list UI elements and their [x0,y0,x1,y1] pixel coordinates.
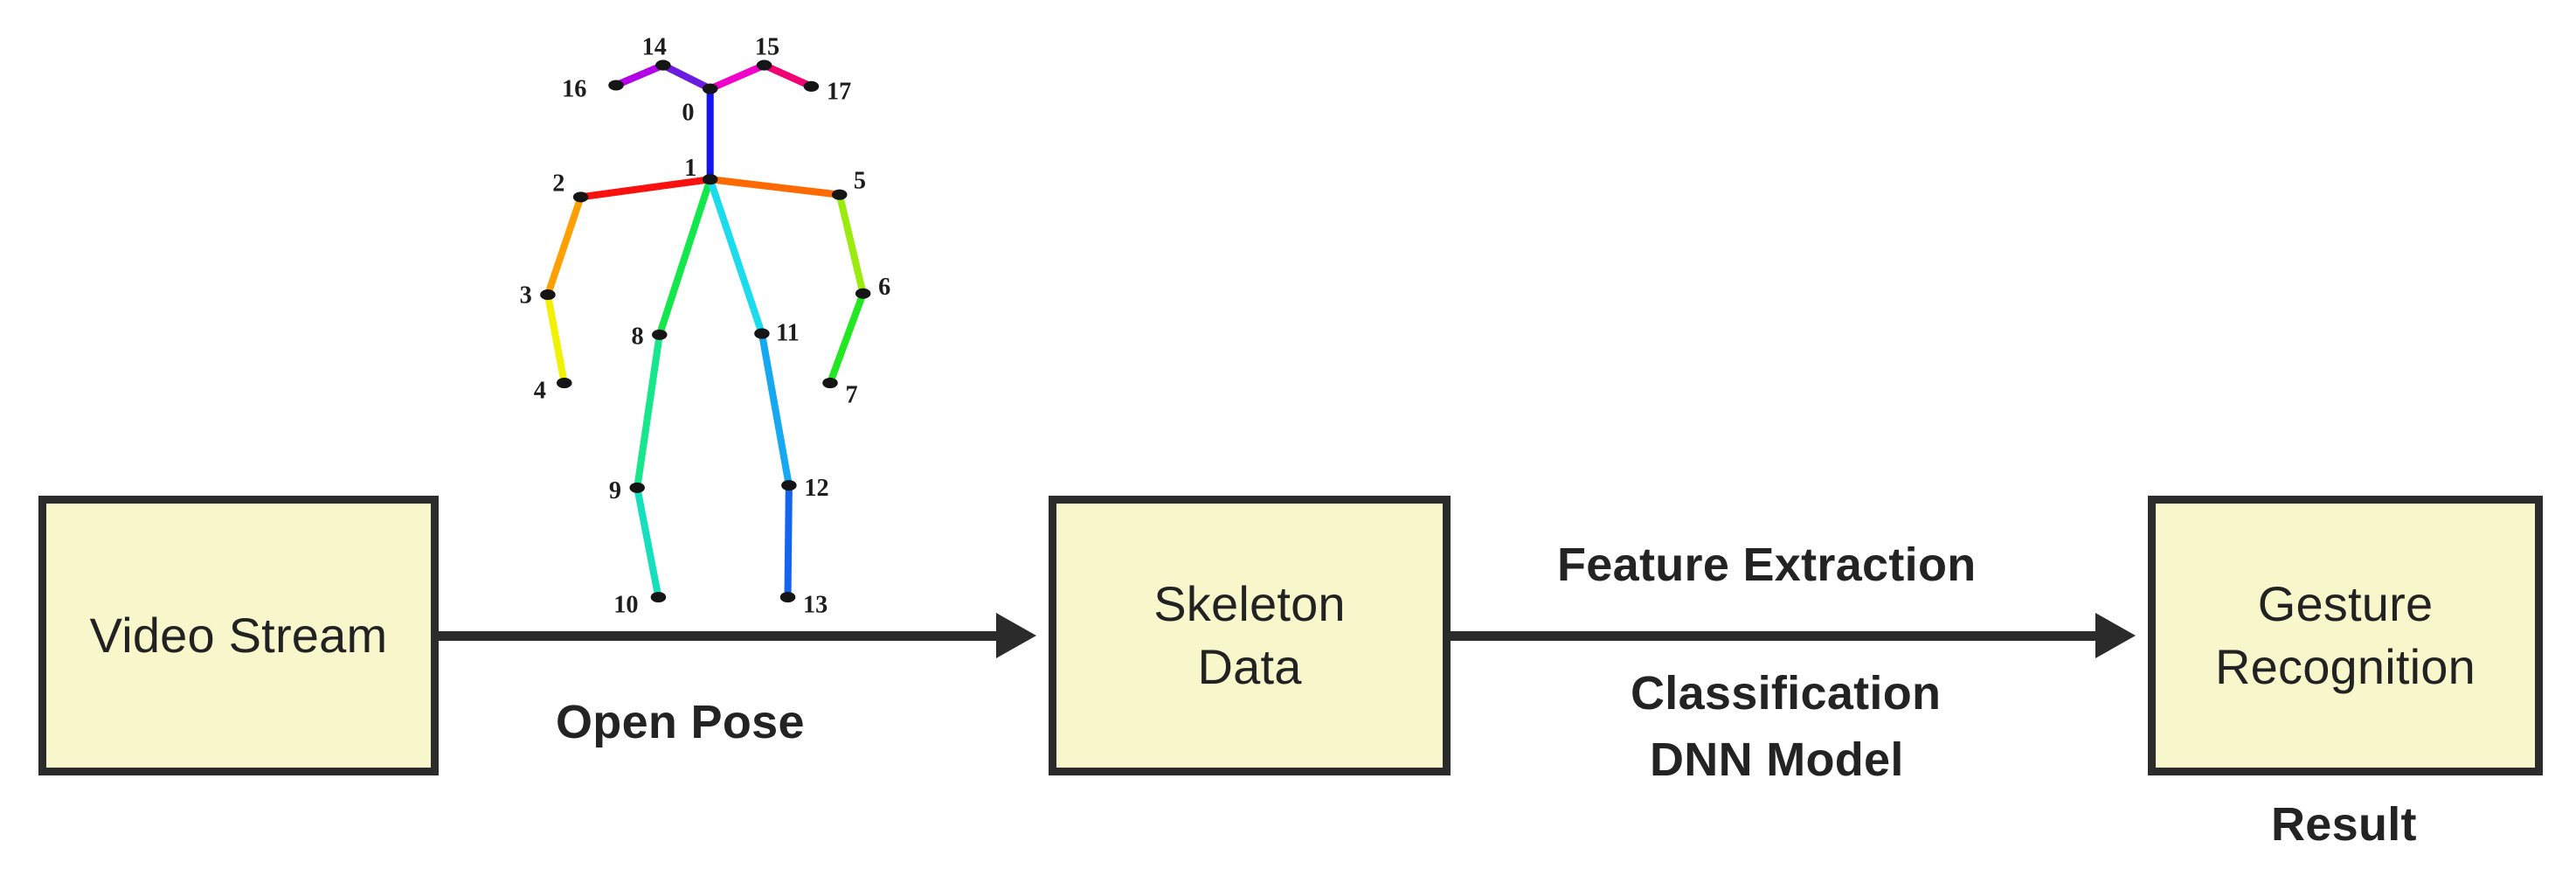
skeleton-joint-12 [781,480,797,491]
skeleton-keypoint-label-10: 10 [613,591,638,618]
arrow-video-to-skeleton-line [439,631,998,641]
skeleton-keypoint-label-2: 2 [552,170,564,197]
skeleton-joint-17 [803,80,820,92]
skeleton-limb-5-6 [835,191,867,297]
skeleton-keypoint-label-6: 6 [878,274,890,301]
skeleton-keypoint-label-9: 9 [609,477,621,504]
skeleton-limb-8-9 [634,330,663,491]
skeleton-joint-16 [608,80,624,91]
skeleton-joints [540,59,871,603]
skeleton-limb-3-4 [544,291,568,387]
skeleton-joint-3 [540,289,556,301]
skeleton-joint-14 [655,59,671,71]
skeleton-joint-4 [557,378,572,389]
skeleton-limb-15-17 [760,61,815,90]
skeleton-keypoint-label-17: 17 [827,78,851,105]
skeleton-limb-1-2 [577,176,714,201]
skeleton-limb-1-8 [655,176,714,338]
skeleton-joint-2 [572,191,589,203]
skeleton-limb-6-7 [826,289,867,387]
skeleton-limb-0-15 [706,61,768,93]
skeleton-keypoint-label-16: 16 [562,76,586,103]
edge-label-dnn-model: DNN Model [1650,733,1904,786]
arrow-video-to-skeleton-head-icon [996,613,1036,658]
skeleton-joint-1 [702,174,718,185]
skeleton-limb-11-12 [758,330,793,490]
node-video-stream-label: Video Stream [89,608,388,664]
skeleton-joint-7 [822,378,838,389]
arrow-skeleton-to-gesture-line [1451,631,2097,641]
skeleton-keypoint-label-3: 3 [520,282,532,309]
skeleton-limb-2-3 [544,193,585,299]
skeleton-joint-8 [652,329,668,340]
skeleton-joint-0 [702,83,718,94]
arrow-skeleton-to-gesture-head-icon [2095,613,2136,658]
node-gesture-recognition[interactable]: Gesture Recognition [2148,496,2543,775]
node-skeleton-data[interactable]: Skeleton Data [1049,496,1451,775]
skeleton-keypoint-label-11: 11 [776,319,800,346]
skeleton-keypoint-label-1: 1 [684,155,696,182]
node-video-stream[interactable]: Video Stream [38,496,439,775]
skeleton-keypoint-label-13: 13 [803,591,828,618]
skeleton-limb-0-14 [659,61,714,93]
skeleton-keypoint-label-8: 8 [632,323,644,350]
label-result: Result [2271,798,2417,851]
skeleton-limb-1-11 [706,176,765,337]
skeleton-joint-6 [855,288,871,299]
skeleton-keypoint-label-5: 5 [854,168,866,195]
skeleton-keypoint-label-15: 15 [755,33,779,60]
skeleton-limbs [544,61,867,601]
skeleton-limb-1-5 [706,176,843,198]
skeleton-keypoint-label-0: 0 [682,100,694,127]
edge-label-feature-extraction: Feature Extraction [1557,539,1977,591]
skeleton-limb-14-16 [612,61,667,89]
skeleton-limb-9-10 [634,483,662,601]
skeleton-keypoint-label-14: 14 [642,33,667,60]
edge-label-classification: Classification [1631,667,1942,720]
skeleton-joint-15 [756,59,772,71]
skeleton-joint-10 [650,592,667,603]
skeleton-keypoint-label-4: 4 [534,377,546,404]
node-gesture-recognition-label: Gesture Recognition [2215,576,2476,694]
skeleton-joint-13 [779,592,796,603]
node-skeleton-data-label: Skeleton Data [1153,576,1346,694]
skeleton-keypoint-label-7: 7 [846,382,858,409]
edge-label-open-pose: Open Pose [556,696,805,748]
skeleton-limb-12-13 [784,482,793,601]
skeleton-joint-11 [754,328,770,339]
skeleton-joint-9 [629,482,645,493]
skeleton-joint-5 [832,189,848,200]
skeleton-keypoint-label-12: 12 [804,475,828,502]
